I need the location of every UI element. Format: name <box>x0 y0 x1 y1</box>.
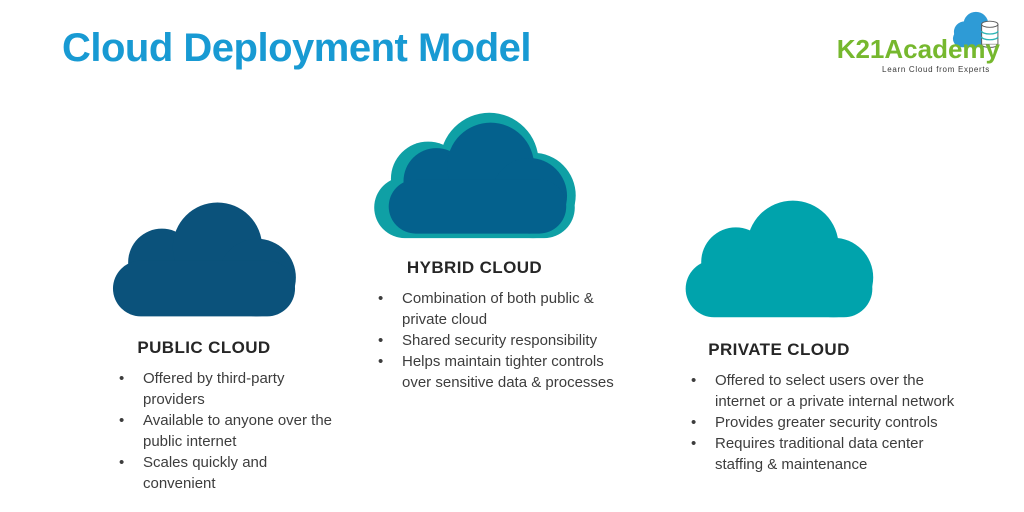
bullet-icon: • <box>119 454 125 471</box>
database-icon <box>980 20 999 48</box>
bullet-icon: • <box>691 414 697 431</box>
list-item: • Available to anyone over the public in… <box>119 412 333 450</box>
list-item: • Shared security responsibility <box>378 332 598 349</box>
private-cloud-heading: PRIVATE CLOUD <box>708 340 850 359</box>
hybrid-cloud-heading: HYBRID CLOUD <box>406 258 543 277</box>
list-item: • Helps maintain tighter controls over s… <box>378 353 614 391</box>
list-item: • Combination of both public & private c… <box>378 290 594 328</box>
public-cloud-section: PUBLIC CLOUD • Offered by third-party pr… <box>93 200 353 494</box>
k21academy-logo: K21Academy Learn Cloud from Experts <box>837 6 1012 78</box>
list-item: • Offered by third-party providers <box>119 370 285 408</box>
private-cloud-section: PRIVATE CLOUD • Offered to select users … <box>665 198 965 475</box>
bullet-icon: • <box>691 372 697 389</box>
list-item: • Scales quickly and convenient <box>119 454 268 492</box>
hybrid-cloud-bullets: • Combination of both public & private c… <box>352 288 642 393</box>
page-title: Cloud Deployment Model <box>62 26 532 70</box>
hybrid-cloud-section: HYBRID CLOUD • Combination of both publi… <box>352 110 642 393</box>
list-item: • Provides greater security controls <box>691 414 938 431</box>
private-cloud-bullets: • Offered to select users over the inter… <box>665 370 965 475</box>
bullet-icon: • <box>119 412 125 429</box>
bullet-icon: • <box>691 435 697 452</box>
private-cloud-icon <box>665 198 965 324</box>
bullet-icon: • <box>378 353 384 370</box>
list-item: • Requires traditional data center staff… <box>691 435 924 473</box>
public-cloud-bullets: • Offered by third-party providers • Ava… <box>93 368 353 494</box>
list-item: • Offered to select users over the inter… <box>691 372 955 410</box>
logo-tagline: Learn Cloud from Experts <box>882 65 990 74</box>
public-cloud-icon <box>93 200 353 323</box>
logo-name: K21Academy <box>836 34 1000 64</box>
bullet-icon: • <box>378 332 384 349</box>
hybrid-cloud-icon <box>352 110 642 245</box>
public-cloud-heading: PUBLIC CLOUD <box>137 338 271 357</box>
logo-cloud-icon <box>952 11 999 48</box>
bullet-icon: • <box>119 370 125 387</box>
bullet-icon: • <box>378 290 384 307</box>
